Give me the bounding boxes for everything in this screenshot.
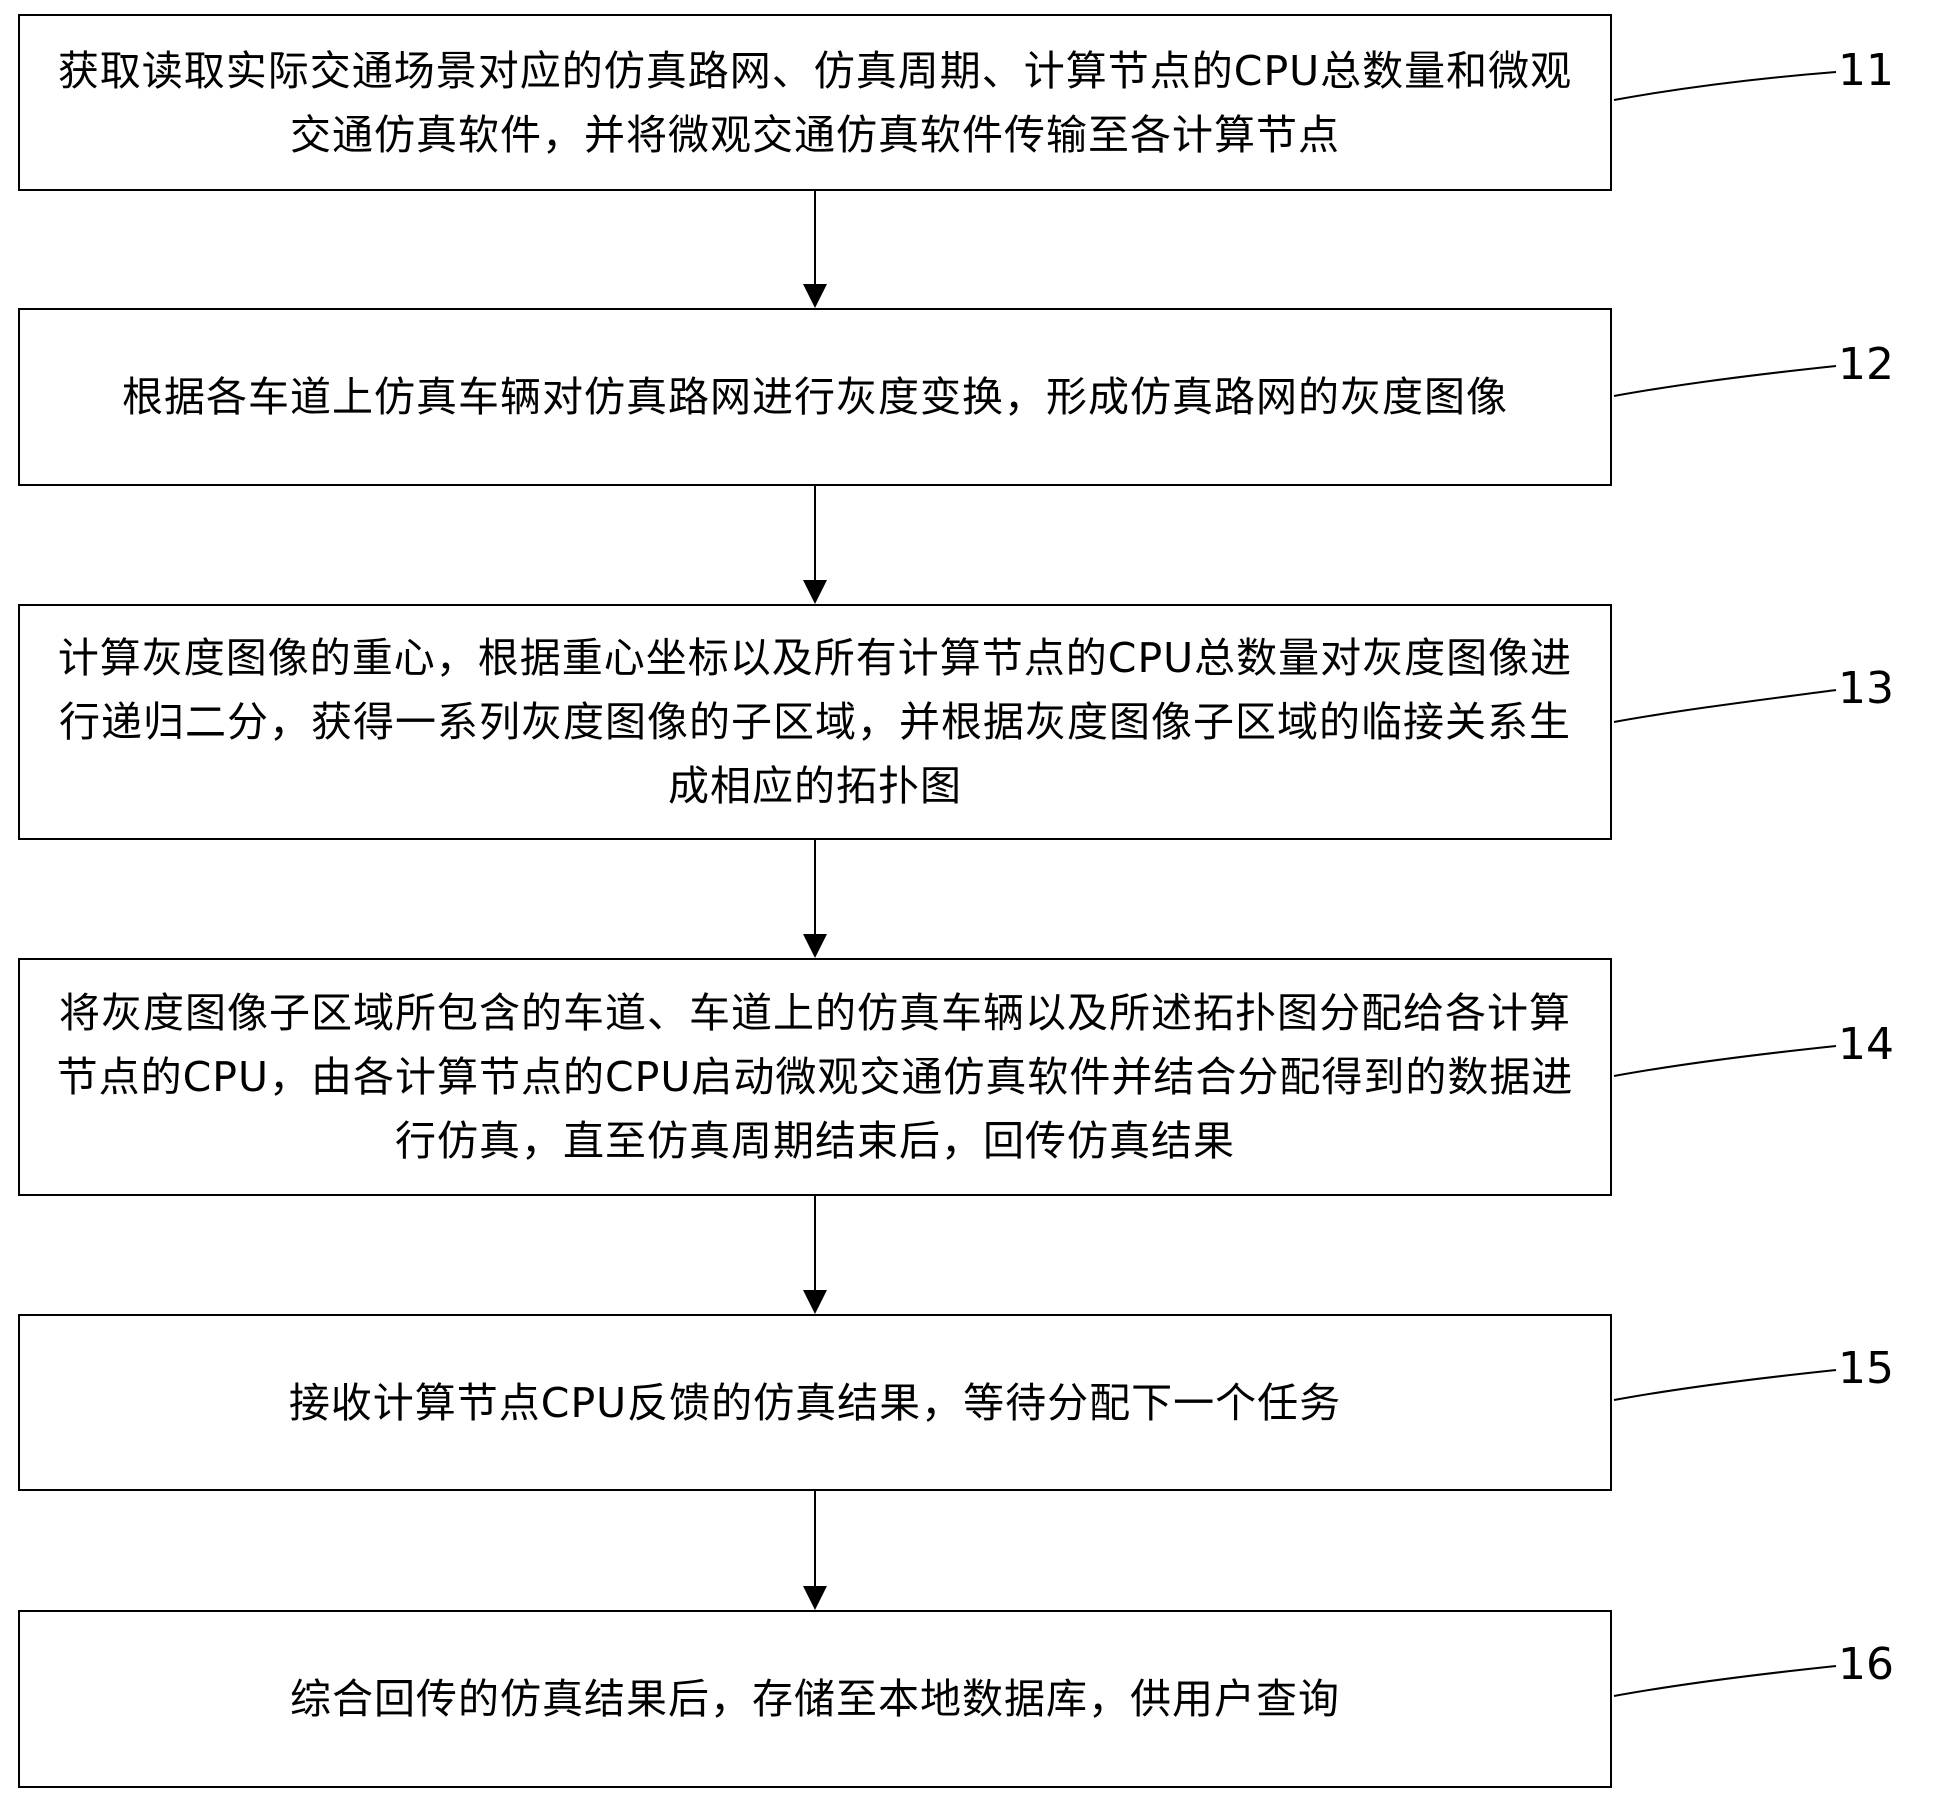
leader-line-12 (1613, 365, 1837, 397)
step-label-14: 14 (1838, 1019, 1894, 1070)
arrowhead-12-to-13 (803, 580, 827, 604)
arrowhead-15-to-16 (803, 1586, 827, 1610)
step-label-13: 13 (1838, 663, 1894, 714)
step-box-13: 计算灰度图像的重心，根据重心坐标以及所有计算节点的CPU总数量对灰度图像进行递归… (18, 604, 1612, 840)
step-text-12: 根据各车道上仿真车辆对仿真路网进行灰度变换，形成仿真路网的灰度图像 (122, 373, 1508, 421)
step-box-11: 获取读取实际交通场景对应的仿真路网、仿真周期、计算节点的CPU总数量和微观交通仿… (18, 14, 1612, 191)
step-box-16: 综合回传的仿真结果后，存储至本地数据库，供用户查询 (18, 1610, 1612, 1788)
step-label-12: 12 (1838, 339, 1894, 390)
step-box-15: 接收计算节点CPU反馈的仿真结果，等待分配下一个任务 (18, 1314, 1612, 1491)
arrowhead-14-to-15 (803, 1290, 827, 1314)
step-text-14: 将灰度图像子区域所包含的车道、车道上的仿真车辆以及所述拓扑图分配给各计算节点的C… (56, 989, 1574, 1165)
arrowhead-11-to-12 (803, 284, 827, 308)
step-text-15: 接收计算节点CPU反馈的仿真结果，等待分配下一个任务 (288, 1378, 1342, 1427)
step-box-14: 将灰度图像子区域所包含的车道、车道上的仿真车辆以及所述拓扑图分配给各计算节点的C… (18, 958, 1612, 1196)
step-label-11: 11 (1838, 45, 1894, 96)
leader-line-16 (1613, 1665, 1837, 1697)
step-label-16: 16 (1838, 1639, 1894, 1690)
arrowhead-13-to-14 (803, 934, 827, 958)
step-text-13: 计算灰度图像的重心，根据重心坐标以及所有计算节点的CPU总数量对灰度图像进行递归… (57, 634, 1573, 810)
leader-line-11 (1613, 71, 1837, 101)
step-text-16: 综合回传的仿真结果后，存储至本地数据库，供用户查询 (290, 1675, 1340, 1723)
leader-line-13 (1613, 689, 1837, 723)
leader-line-14 (1613, 1045, 1837, 1077)
leader-line-15 (1613, 1369, 1837, 1401)
step-text-11: 获取读取实际交通场景对应的仿真路网、仿真周期、计算节点的CPU总数量和微观交通仿… (57, 46, 1573, 159)
step-label-15: 15 (1838, 1343, 1894, 1394)
step-box-12: 根据各车道上仿真车辆对仿真路网进行灰度变换，形成仿真路网的灰度图像 (18, 308, 1612, 486)
